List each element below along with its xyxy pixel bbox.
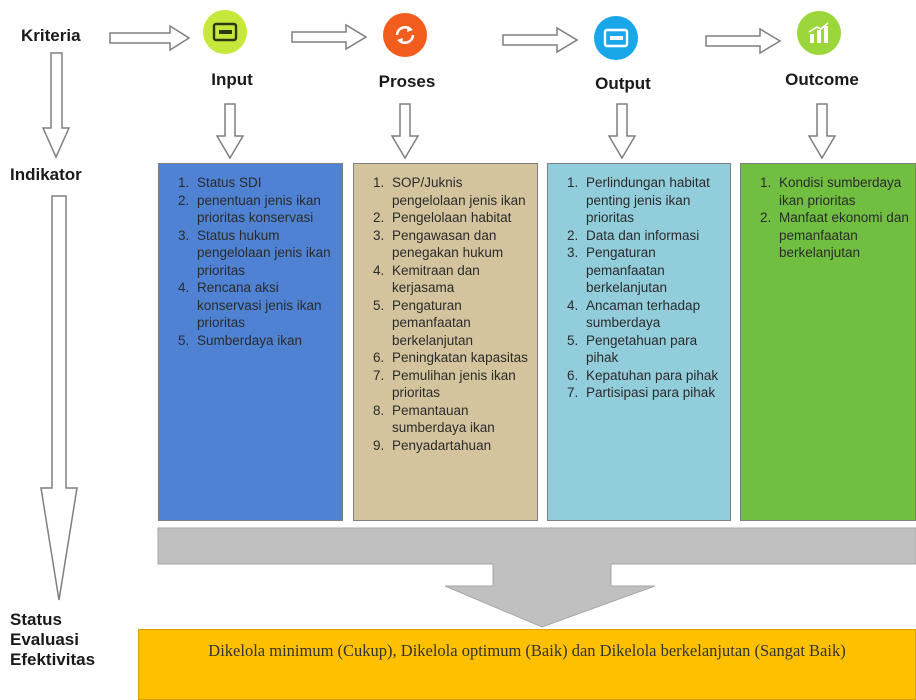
output-box-icon bbox=[594, 16, 638, 60]
status-result-text: Dikelola minimum (Cukup), Dikelola optim… bbox=[208, 641, 846, 660]
list-item: Kondisi sumberdaya ikan prioritas bbox=[775, 174, 909, 209]
arrow-outcome-down bbox=[807, 103, 837, 160]
list-item: penentuan jenis ikan prioritas konservas… bbox=[193, 192, 336, 227]
list-item: Pemantauan sumberdaya ikan bbox=[388, 402, 531, 437]
input-indicator-list: Status SDI penentuan jenis ikan priorita… bbox=[159, 164, 342, 349]
list-item: Pengaturan pemanfaatan berkelanjutan bbox=[582, 244, 724, 297]
list-item: Pengetahuan para pihak bbox=[582, 332, 724, 367]
list-item: Manfaat ekonomi dan pemanfaatan berkelan… bbox=[775, 209, 909, 262]
big-gray-arrow bbox=[157, 527, 916, 628]
bar-chart-icon bbox=[797, 11, 841, 55]
input-indicator-box: Status SDI penentuan jenis ikan priorita… bbox=[158, 163, 343, 521]
list-item: Pengaturan pemanfaatan berkelanjutan bbox=[388, 297, 531, 350]
arrow-indikator-status bbox=[40, 195, 78, 601]
list-item: Perlindungan habitat penting jenis ikan … bbox=[582, 174, 724, 227]
indikator-label: Indikator bbox=[10, 165, 82, 184]
arrow-output-outcome bbox=[705, 27, 782, 55]
list-item: Rencana aksi konservasi jenis ikan prior… bbox=[193, 279, 336, 332]
list-item: Ancaman terhadap sumberdaya bbox=[582, 297, 724, 332]
cycle-arrows-icon bbox=[383, 13, 427, 57]
arrow-kriteria-input bbox=[109, 24, 191, 52]
heading-output: Output bbox=[595, 74, 651, 93]
list-item: Pemulihan jenis ikan prioritas bbox=[388, 367, 531, 402]
input-box-icon bbox=[203, 10, 247, 54]
kriteria-label: Kriteria bbox=[21, 26, 81, 45]
arrow-input-down bbox=[215, 103, 245, 160]
list-item: Sumberdaya ikan bbox=[193, 332, 336, 350]
status-label-line1: Status bbox=[10, 610, 62, 629]
proses-indicator-list: SOP/Juknis pengelolaan jenis ikan Pengel… bbox=[354, 164, 537, 454]
list-item: Status hukum pengelolaan jenis ikan prio… bbox=[193, 227, 336, 280]
proses-indicator-box: SOP/Juknis pengelolaan jenis ikan Pengel… bbox=[353, 163, 538, 521]
heading-input: Input bbox=[211, 70, 253, 89]
outcome-indicator-box: Kondisi sumberdaya ikan prioritas Manfaa… bbox=[740, 163, 916, 521]
arrow-input-proses bbox=[291, 23, 368, 51]
list-item: Status SDI bbox=[193, 174, 336, 192]
list-item: Peningkatan kapasitas bbox=[388, 349, 531, 367]
list-item: Pengawasan dan penegakan hukum bbox=[388, 227, 531, 262]
list-item: Penyadartahuan bbox=[388, 437, 531, 455]
arrow-output-down bbox=[607, 103, 637, 160]
output-indicator-box: Perlindungan habitat penting jenis ikan … bbox=[547, 163, 731, 521]
list-item: SOP/Juknis pengelolaan jenis ikan bbox=[388, 174, 531, 209]
list-item: Pengelolaan habitat bbox=[388, 209, 531, 227]
heading-proses: Proses bbox=[378, 72, 436, 91]
heading-outcome: Outcome bbox=[785, 70, 859, 89]
status-result-box: Dikelola minimum (Cukup), Dikelola optim… bbox=[138, 629, 916, 700]
list-item: Kemitraan dan kerjasama bbox=[388, 262, 531, 297]
list-item: Partisipasi para pihak bbox=[582, 384, 724, 402]
list-item: Kepatuhan para pihak bbox=[582, 367, 724, 385]
arrow-proses-down bbox=[390, 103, 420, 160]
arrow-proses-output bbox=[502, 26, 579, 54]
list-item: Data dan informasi bbox=[582, 227, 724, 245]
status-evaluasi-efektivitas-label: Status Evaluasi Efektivitas bbox=[10, 610, 95, 670]
outcome-indicator-list: Kondisi sumberdaya ikan prioritas Manfaa… bbox=[741, 164, 915, 262]
arrow-kriteria-indikator bbox=[41, 52, 71, 159]
status-label-line3: Efektivitas bbox=[10, 650, 96, 669]
output-indicator-list: Perlindungan habitat penting jenis ikan … bbox=[548, 164, 730, 402]
status-label-line2: Evaluasi bbox=[10, 630, 79, 649]
